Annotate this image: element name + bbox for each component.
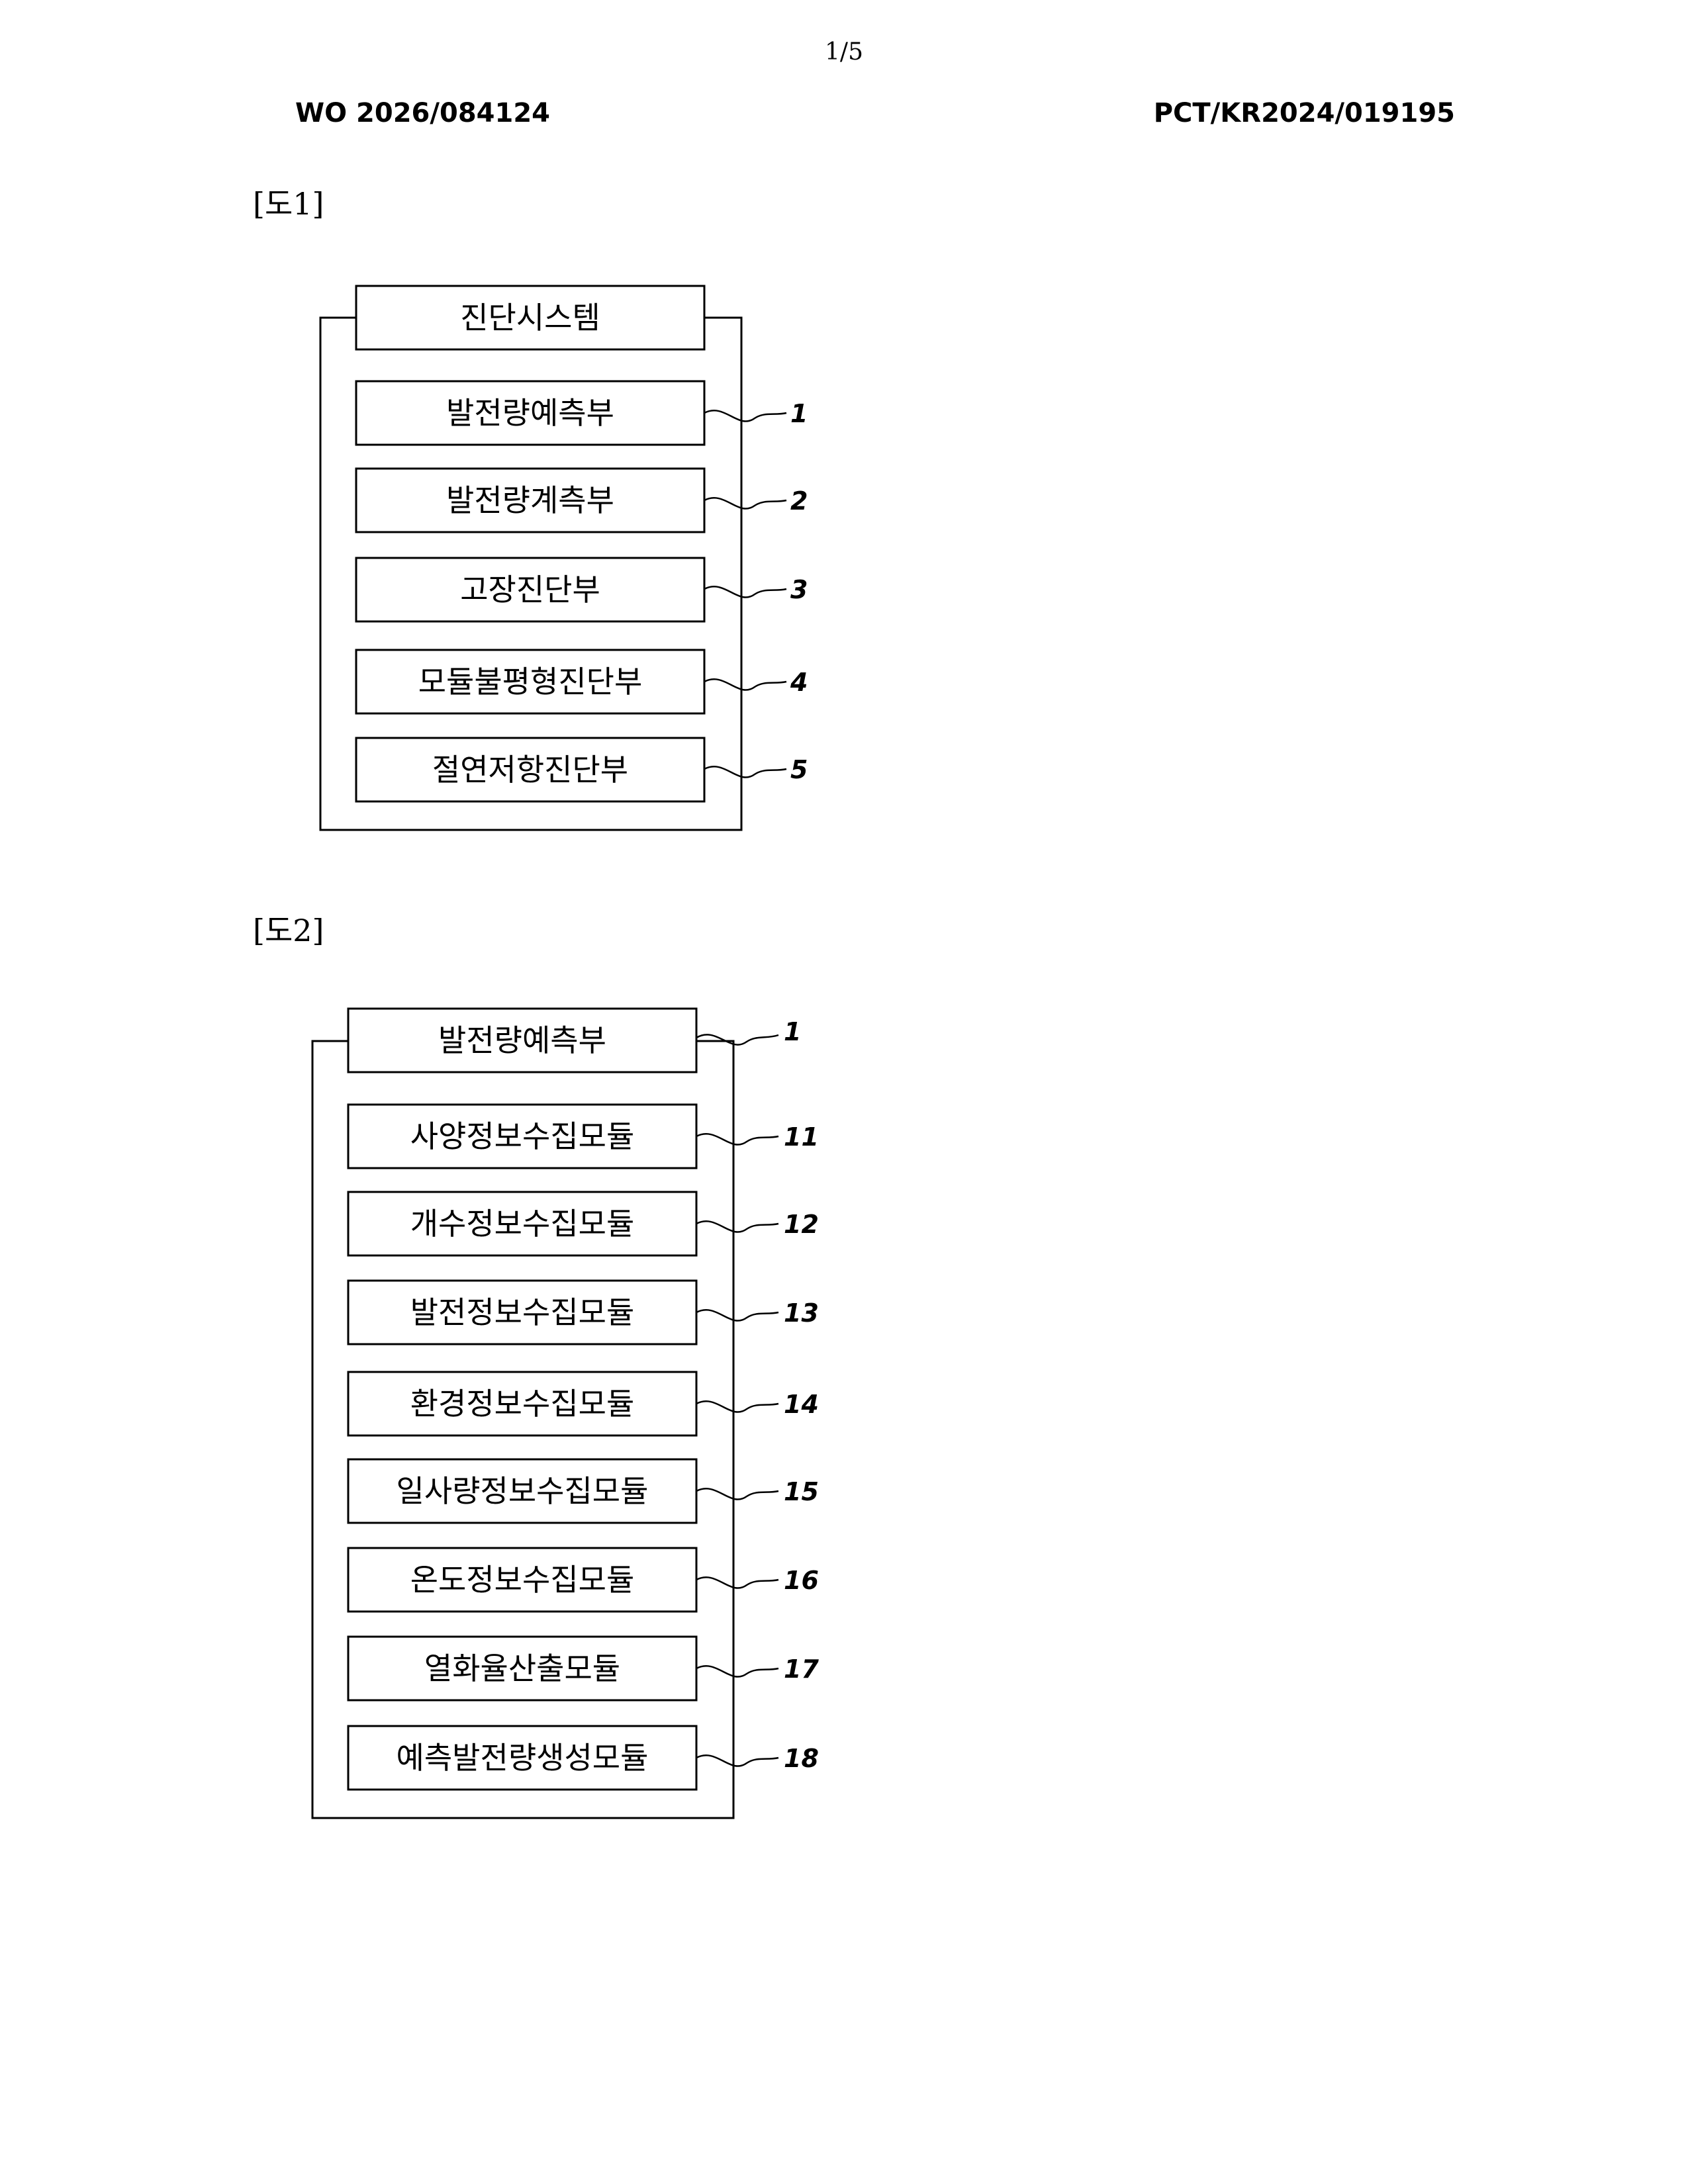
fig2-block: 온도정보수집모듈 16 — [348, 1548, 819, 1612]
reference-numeral: 18 — [784, 1744, 819, 1773]
block-label: 예측발전량생성모듈 — [397, 1740, 649, 1776]
leader-line — [696, 1034, 778, 1044]
reference-numeral: 12 — [784, 1210, 819, 1239]
block-label: 발전량계측부 — [446, 482, 614, 518]
reference-numeral: 15 — [784, 1477, 819, 1506]
block-label: 사양정보수집모듈 — [410, 1118, 635, 1154]
block-label: 열화율산출모듈 — [424, 1651, 620, 1686]
leader-line — [704, 410, 786, 421]
leader-line — [704, 679, 786, 690]
system-title-text: 진단시스템 — [460, 300, 600, 336]
block-label: 고장진단부 — [460, 572, 600, 608]
leader-line — [704, 766, 786, 777]
fig1-block: 절연저항진단부 5 — [356, 738, 808, 801]
fig2-block: 사양정보수집모듈 11 — [348, 1105, 819, 1168]
leader-line — [696, 1221, 778, 1232]
block-label: 절연저항진단부 — [432, 752, 628, 788]
reference-numeral: 3 — [790, 575, 808, 604]
figure-2-diagram: 발전량예측부 1 사양정보수집모듈 11 개수정보수집모듈 12 발전정보수집모… — [312, 1009, 819, 1818]
block-label: 발전정보수집모듈 — [410, 1295, 635, 1330]
fig2-block: 예측발전량생성모듈 18 — [348, 1726, 819, 1790]
leader-line — [704, 586, 786, 597]
block-label: 일사량정보수집모듈 — [397, 1473, 649, 1509]
figure-1-diagram: 진단시스템 발전량예측부 1 발전량계측부 2 고장진단부 3 모듈불평형진단부… — [320, 286, 808, 830]
fig2-block: 발전정보수집모듈 13 — [348, 1281, 819, 1344]
fig2-block: 일사량정보수집모듈 15 — [348, 1459, 819, 1523]
fig1-block: 고장진단부 3 — [356, 558, 808, 621]
reference-numeral: 13 — [784, 1298, 819, 1328]
leader-line — [696, 1310, 778, 1320]
block-label: 모듈불평형진단부 — [418, 664, 643, 700]
reference-numeral: 2 — [790, 486, 808, 516]
fig2-block: 열화율산출모듈 17 — [348, 1637, 819, 1700]
reference-numeral: 14 — [784, 1390, 819, 1419]
fig1-block: 발전량예측부 1 — [356, 381, 808, 445]
reference-numeral: 16 — [784, 1566, 819, 1595]
fig2-block: 개수정보수집모듈 12 — [348, 1192, 819, 1255]
leader-line — [696, 1755, 778, 1766]
reference-numeral: 1 — [790, 399, 808, 428]
leader-line — [696, 1134, 778, 1144]
reference-numeral: 17 — [784, 1655, 819, 1684]
fig1-block: 모듈불평형진단부 4 — [356, 650, 808, 713]
block-label: 환경정보수집모듈 — [410, 1386, 635, 1422]
reference-numeral: 4 — [790, 668, 808, 697]
leader-line — [696, 1577, 778, 1588]
unit-title-text: 발전량예측부 — [438, 1023, 606, 1058]
block-label: 발전량예측부 — [446, 395, 614, 431]
leader-line — [704, 498, 786, 508]
reference-numeral: 1 — [784, 1017, 801, 1046]
fig2-block: 환경정보수집모듈 14 — [348, 1372, 819, 1435]
fig1-block: 발전량계측부 2 — [356, 469, 808, 532]
leader-line — [696, 1666, 778, 1676]
leader-line — [696, 1401, 778, 1412]
reference-numeral: 5 — [790, 755, 808, 784]
reference-numeral: 11 — [784, 1122, 819, 1152]
leader-line — [696, 1488, 778, 1499]
block-label: 온도정보수집모듈 — [410, 1562, 635, 1598]
block-label: 개수정보수집모듈 — [410, 1206, 635, 1242]
